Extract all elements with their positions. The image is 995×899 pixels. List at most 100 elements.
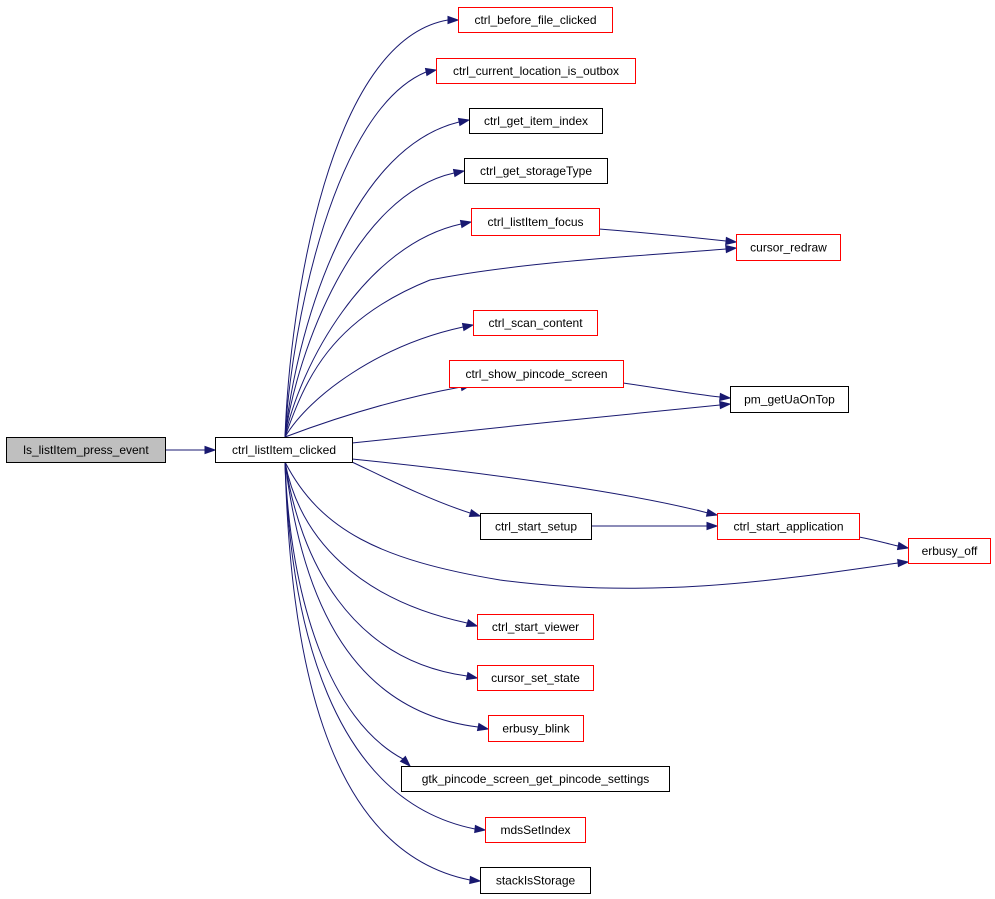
node-box — [730, 386, 849, 413]
edge-line — [284, 461, 471, 881]
arrowhead-icon — [476, 722, 490, 732]
arrowhead-icon — [452, 168, 466, 178]
node-pm_getUaOnTop[interactable]: pm_getUaOnTop — [730, 386, 849, 413]
node-ctrl_get_item_index[interactable]: ctrl_get_item_index — [469, 108, 603, 134]
node-label: ctrl_scan_content — [488, 316, 583, 330]
node-ctrl_get_storageType[interactable]: ctrl_get_storageType — [464, 158, 608, 184]
arrowhead-icon — [399, 755, 412, 768]
node-ctrl_show_pincode_screen[interactable]: ctrl_show_pincode_screen — [449, 360, 624, 388]
node-erbusy_off[interactable]: erbusy_off — [908, 538, 991, 564]
edge-ctrl_listItem_clicked-to-ctrl_start_viewer — [284, 461, 479, 628]
node-label: ls_listItem_press_event — [23, 443, 149, 457]
node-cursor_set_state[interactable]: cursor_set_state — [477, 665, 594, 691]
node-label: ctrl_listItem_clicked — [232, 443, 336, 457]
node-box — [488, 715, 584, 742]
edge-ctrl_listItem_clicked-to-ctrl_scan_content — [284, 322, 475, 438]
node-box — [436, 58, 636, 84]
node-box — [464, 158, 608, 184]
node-label: ctrl_start_setup — [495, 520, 577, 534]
arrowhead-icon — [474, 824, 487, 834]
edge-line — [351, 404, 721, 444]
edge-line — [284, 386, 462, 438]
node-label: ctrl_current_location_is_outbox — [453, 64, 619, 78]
edge-ctrl_listItem_clicked-to-ctrl_before_file_clicked — [284, 15, 460, 438]
node-label: ctrl_get_item_index — [484, 114, 588, 128]
edge-line — [598, 228, 727, 242]
node-box — [480, 513, 592, 540]
edge-line — [622, 382, 721, 398]
node-ctrl_listItem_clicked[interactable]: ctrl_listItem_clicked — [215, 437, 353, 463]
edge-ctrl_listItem_clicked-to-pm_getUaOnTop — [351, 400, 732, 444]
node-ctrl_listItem_focus[interactable]: ctrl_listItem_focus — [471, 208, 600, 236]
node-box — [471, 208, 600, 236]
edge-ctrl_listItem_clicked-to-stackIsStorage — [284, 461, 482, 885]
arrowhead-icon — [896, 541, 910, 551]
node-box — [485, 817, 586, 843]
node-stackIsStorage[interactable]: stackIsStorage — [480, 867, 591, 894]
edge-ctrl_listItem_clicked-to-ctrl_start_setup — [351, 461, 482, 518]
node-ctrl_scan_content[interactable]: ctrl_scan_content — [473, 310, 598, 336]
node-label: pm_getUaOnTop — [744, 393, 835, 407]
edge-line — [284, 172, 455, 438]
edge-line — [284, 461, 899, 589]
node-ctrl_start_application[interactable]: ctrl_start_application — [717, 513, 860, 540]
node-box — [717, 513, 860, 540]
node-mdsSetIndex[interactable]: mdsSetIndex — [485, 817, 586, 843]
node-box — [6, 437, 166, 463]
node-label: ctrl_listItem_focus — [487, 215, 583, 229]
node-erbusy_blink[interactable]: erbusy_blink — [488, 715, 584, 742]
edge-ctrl_start_application-to-erbusy_off — [858, 536, 910, 551]
nodes-layer: ls_listItem_press_event ctrl_listItem_cli… — [6, 7, 991, 894]
node-box — [908, 538, 991, 564]
arrowhead-icon — [719, 392, 732, 402]
edge-line — [351, 458, 709, 514]
node-label: erbusy_blink — [502, 722, 570, 736]
edge-ctrl_listItem_clicked-to-mdsSetIndex — [284, 461, 487, 834]
node-box — [469, 108, 603, 134]
edge-ctrl_listItem_clicked-to-ctrl_get_storageType — [284, 168, 466, 438]
edge-ctrl_listItem_clicked-to-gtk_pincode_screen_get_pincode_settings — [284, 461, 412, 768]
node-ctrl_start_setup[interactable]: ctrl_start_setup — [480, 513, 592, 540]
arrowhead-icon — [469, 875, 482, 885]
edge-line — [284, 223, 462, 438]
node-ls_listItem_press_event[interactable]: ls_listItem_press_event — [6, 437, 166, 463]
node-gtk_pincode_screen_get_pincode_settings[interactable]: gtk_pincode_screen_get_pincode_settings — [401, 766, 670, 792]
arrowhead-icon — [457, 117, 471, 127]
node-label: cursor_redraw — [750, 241, 827, 255]
node-label: gtk_pincode_screen_get_pincode_settings — [422, 772, 650, 786]
edge-ctrl_show_pincode_screen-to-pm_getUaOnTop — [622, 382, 732, 402]
node-label: ctrl_start_application — [733, 520, 843, 534]
edge-line — [351, 461, 471, 514]
node-label: ctrl_before_file_clicked — [474, 13, 596, 27]
edge-line — [284, 121, 460, 438]
node-box — [736, 234, 841, 261]
node-label: erbusy_off — [922, 544, 978, 558]
arrowhead-icon — [465, 671, 479, 681]
edge-line — [284, 461, 468, 624]
edge-ctrl_listItem_clicked-to-erbusy_blink — [284, 461, 490, 732]
edge-ls_listItem_press_event-to-ctrl_listItem_clicked — [165, 445, 217, 455]
node-box — [477, 614, 594, 640]
edge-line — [284, 19, 449, 438]
edge-line — [284, 461, 479, 728]
arrowhead-icon — [706, 521, 719, 531]
node-label: ctrl_start_viewer — [492, 620, 579, 634]
node-label: cursor_set_state — [491, 671, 580, 685]
edge-ctrl_start_setup-to-ctrl_start_application — [591, 521, 719, 531]
edge-ctrl_listItem_clicked-to-ctrl_show_pincode_screen — [284, 382, 473, 438]
arrowhead-icon — [719, 400, 732, 410]
edge-ctrl_listItem_focus-to-cursor_redraw — [598, 228, 738, 246]
edge-ctrl_listItem_clicked-to-ctrl_listItem_focus — [284, 219, 473, 438]
edge-line — [284, 71, 427, 438]
node-cursor_redraw[interactable]: cursor_redraw — [736, 234, 841, 261]
arrowhead-icon — [461, 322, 475, 332]
arrowhead-icon — [204, 445, 217, 455]
edge-line — [284, 461, 468, 677]
node-box — [477, 665, 594, 691]
edge-ctrl_listItem_clicked-to-ctrl_start_application — [351, 458, 719, 517]
edge-line — [284, 326, 464, 438]
node-ctrl_start_viewer[interactable]: ctrl_start_viewer — [477, 614, 594, 640]
node-ctrl_current_location_is_outbox[interactable]: ctrl_current_location_is_outbox — [436, 58, 636, 84]
node-ctrl_before_file_clicked[interactable]: ctrl_before_file_clicked — [458, 7, 613, 33]
